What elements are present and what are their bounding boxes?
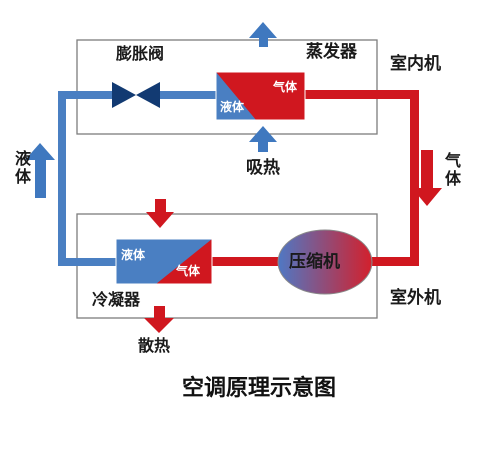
absorb-heat-up-arrow-icon bbox=[249, 126, 277, 152]
compressor-shape bbox=[277, 229, 373, 295]
release-heat-down-arrow-icon bbox=[144, 306, 174, 333]
liquid-side-label: 液体 bbox=[14, 149, 31, 187]
expansion-valve-icon bbox=[112, 82, 160, 108]
evaporator-up-arrow-icon bbox=[249, 22, 277, 47]
evaporator-label: 蒸发器 bbox=[306, 42, 357, 62]
condenser-label: 冷凝器 bbox=[92, 290, 141, 309]
condenser-down-arrow-icon bbox=[146, 199, 174, 228]
expansion-valve-label: 膨胀阀 bbox=[116, 44, 165, 63]
indoor-unit-box bbox=[76, 39, 378, 135]
condenser-gas-label: 气体 bbox=[176, 264, 201, 278]
outdoor-unit-label: 室外机 bbox=[390, 288, 441, 308]
liquid-pipe bbox=[58, 91, 216, 266]
indoor-unit-label: 室内机 bbox=[390, 54, 441, 74]
condenser-exchanger bbox=[115, 238, 213, 285]
gas-pipe bbox=[212, 90, 419, 266]
compressor-label: 压缩机 bbox=[289, 252, 340, 272]
absorb-heat-label: 吸热 bbox=[246, 158, 280, 178]
condenser-liquid-label: 液体 bbox=[121, 248, 146, 262]
evaporator-gas-label: 气体 bbox=[273, 80, 298, 94]
evaporator-liquid-label: 液体 bbox=[220, 100, 245, 114]
gas-down-arrow-icon bbox=[412, 150, 442, 206]
diagram-title: 空调原理示意图 bbox=[182, 376, 337, 401]
release-heat-label: 散热 bbox=[138, 336, 171, 355]
evaporator-exchanger bbox=[215, 71, 306, 121]
gas-side-label: 气体 bbox=[444, 151, 461, 189]
liquid-up-arrow-icon bbox=[25, 143, 55, 198]
